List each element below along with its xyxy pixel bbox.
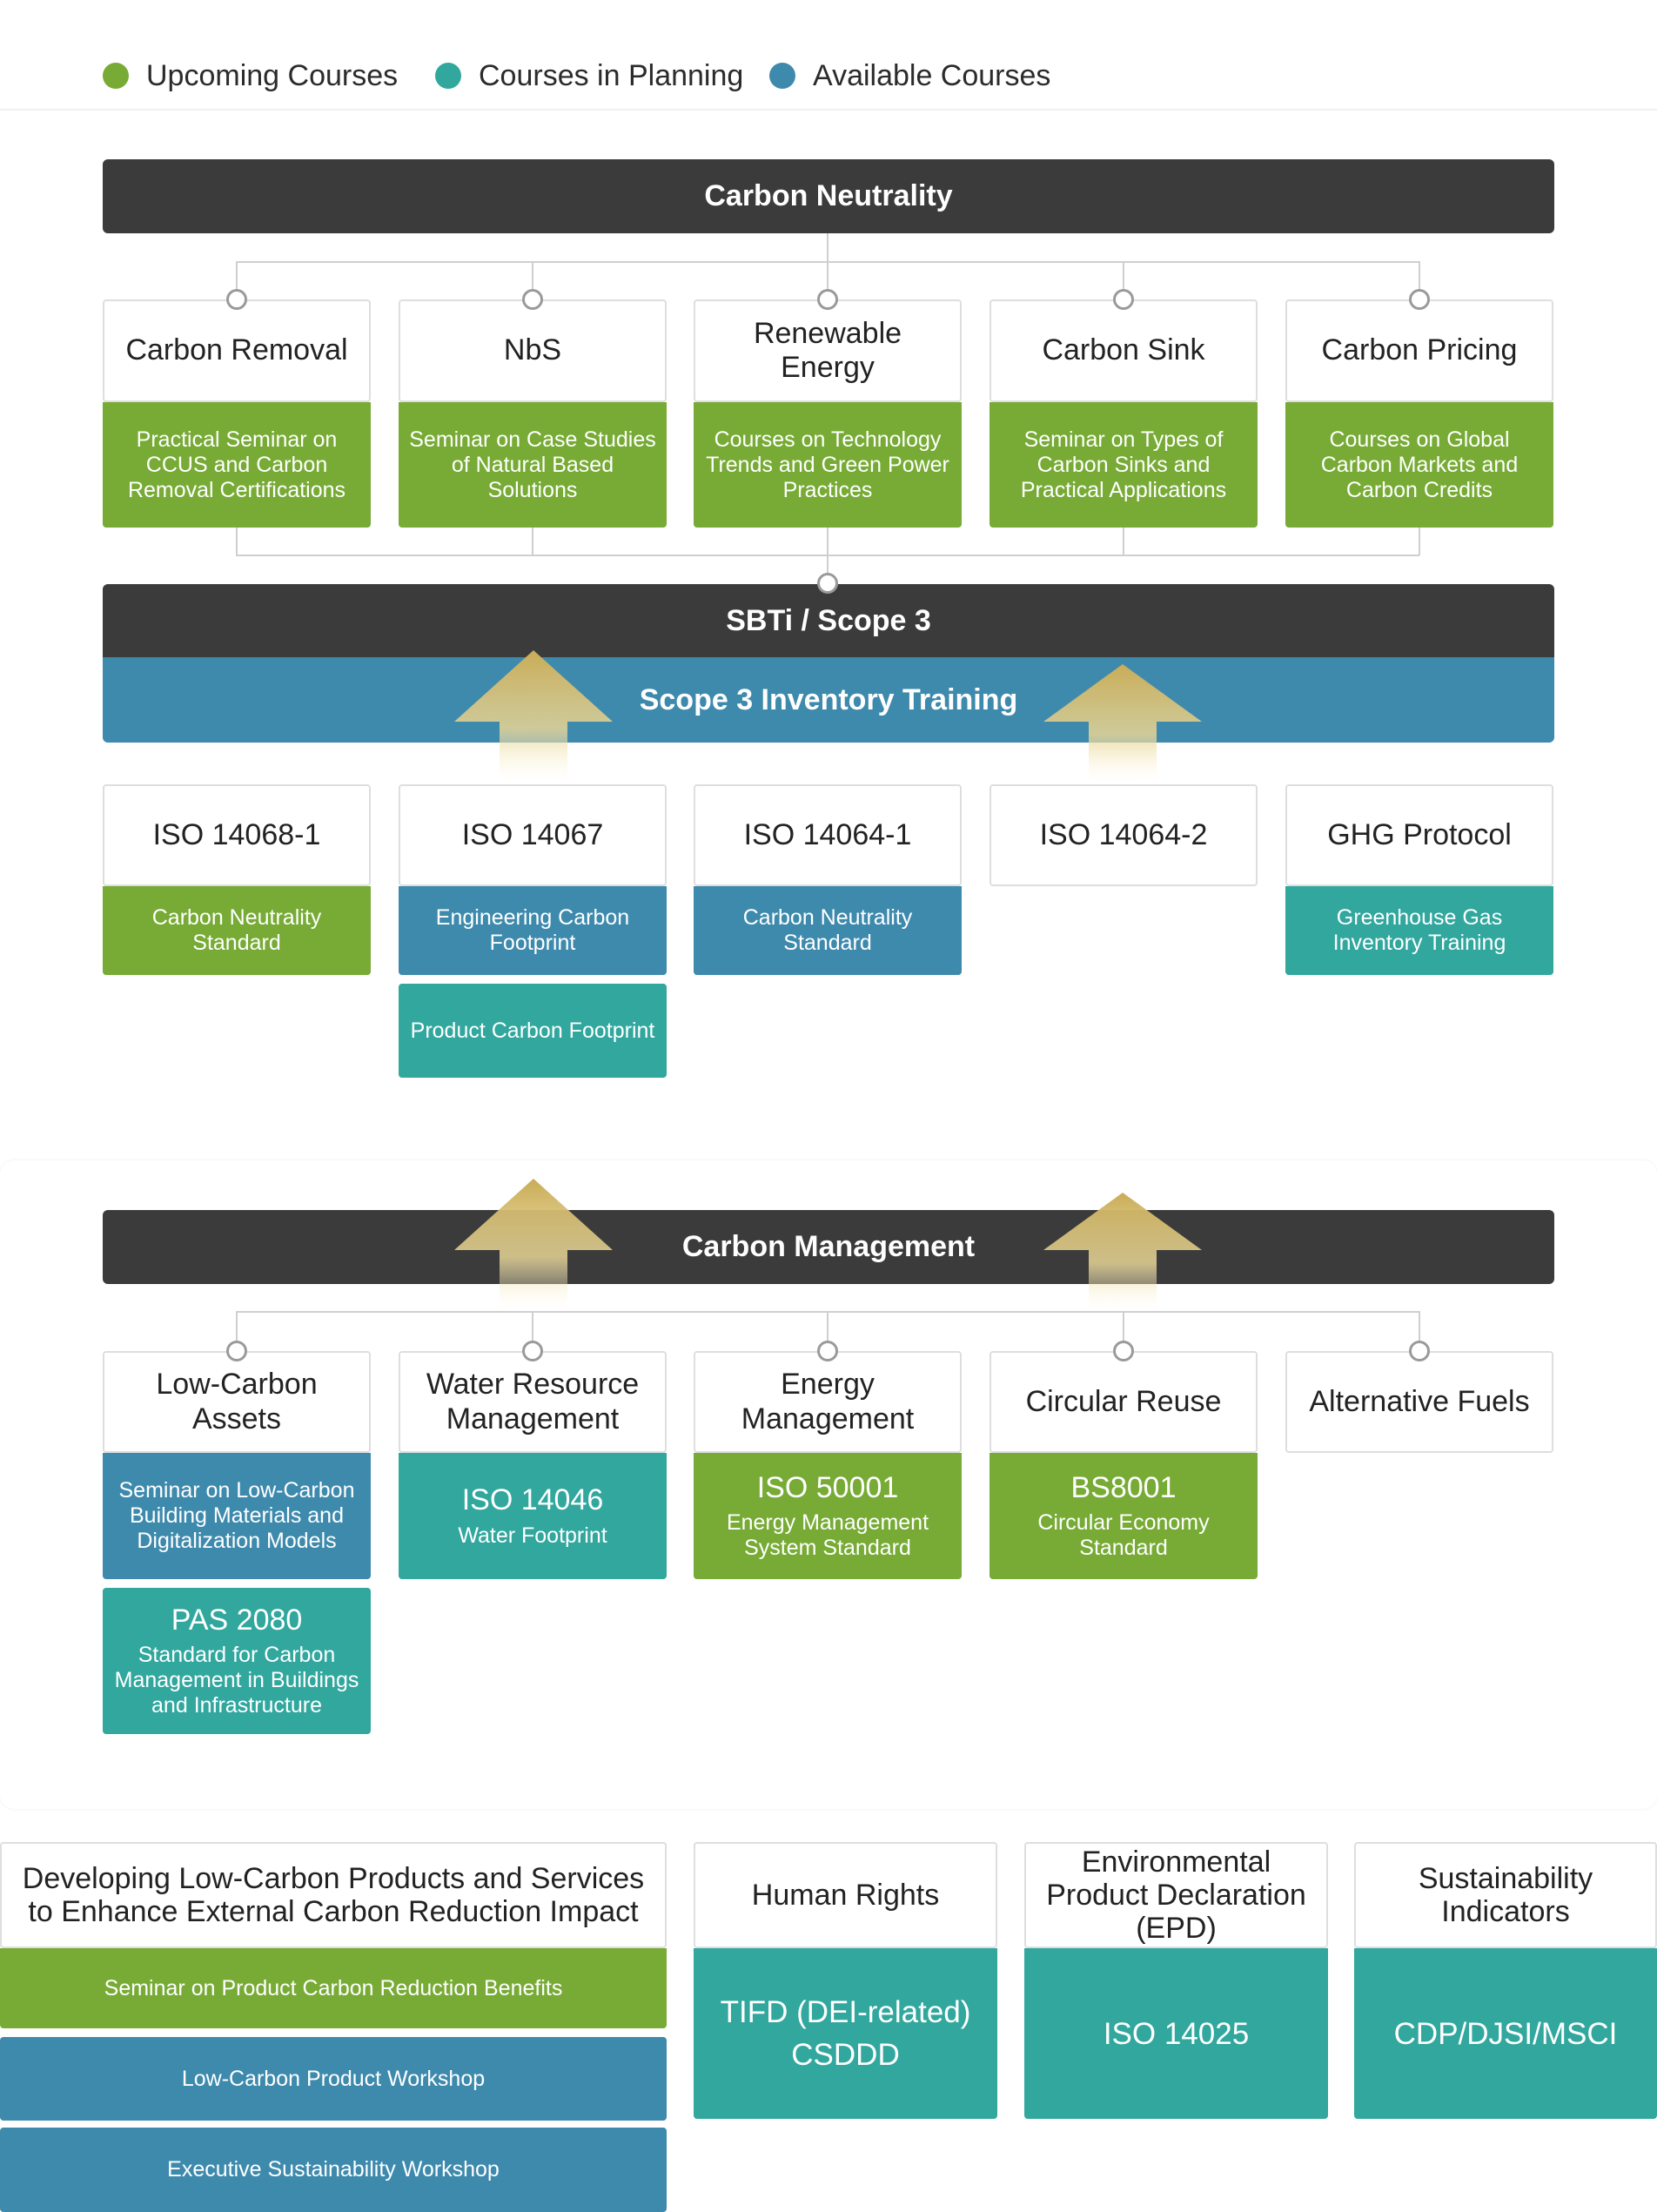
node-circle [522, 289, 543, 310]
standard-iso-14067: ISO 14067 [399, 784, 667, 886]
topic-carbon-removal: Carbon Removal [103, 299, 371, 402]
up-arrow-icon [1043, 664, 1202, 782]
course-carbon-sink: Seminar on Types of Carbon Sinks and Pra… [990, 402, 1258, 528]
course-code: ISO 50001 [756, 1470, 899, 1504]
connector [236, 555, 1419, 556]
sustainability-indicators-title: Sustainability Indicators [1354, 1842, 1657, 1948]
course-item: Greenhouse Gas Inventory Training [1285, 886, 1553, 975]
legend-label: Upcoming Courses [146, 58, 399, 92]
standard-iso-14068-1: ISO 14068-1 [103, 784, 371, 886]
connector [827, 233, 828, 262]
node-circle [817, 573, 838, 594]
standard-iso-14064-2: ISO 14064-2 [990, 784, 1258, 886]
node-circle [226, 289, 247, 310]
course-item: Carbon Neutrality Standard [103, 886, 371, 975]
course-text: Water Footprint [458, 1523, 607, 1548]
course-bs8001: BS8001 Circular Economy Standard [990, 1453, 1258, 1579]
epd-title: Environmental Product Declaration (EPD) [1024, 1842, 1328, 1948]
connector [1419, 261, 1420, 299]
course-code: PAS 2080 [171, 1603, 303, 1637]
legend-dot-upcoming [103, 63, 129, 89]
up-arrow-icon [454, 1179, 613, 1309]
connector [236, 1311, 238, 1351]
carbon-neutrality-bar: Carbon Neutrality [103, 159, 1554, 233]
course-text: Circular Economy Standard [1037, 1510, 1210, 1561]
connector [532, 1311, 533, 1351]
course-code: BS8001 [1070, 1470, 1177, 1504]
course-item: Carbon Neutrality Standard [694, 886, 962, 975]
legend-available: Available Courses [769, 54, 1050, 97]
course-item: Product Carbon Footprint [399, 984, 667, 1078]
connector [1419, 1311, 1420, 1351]
connector [532, 528, 533, 555]
topic-low-carbon-assets: Low-Carbon Assets [103, 1351, 371, 1453]
connector [827, 1311, 828, 1351]
course-nbs: Seminar on Case Studies of Natural Based… [399, 402, 667, 528]
course-pas-2080: PAS 2080 Standard for Carbon Management … [103, 1588, 371, 1734]
course-item: Executive Sustainability Workshop [0, 2128, 667, 2212]
course-text: TIFD (DEI-related) [720, 1995, 971, 2029]
connector [827, 261, 828, 299]
node-circle [522, 1341, 543, 1361]
carbon-management-bar: Carbon Management [103, 1210, 1554, 1284]
course-item: Seminar on Product Carbon Reduction Bene… [0, 1948, 667, 2028]
node-circle [1113, 289, 1134, 310]
legend-planning: Courses in Planning [435, 54, 743, 97]
course-code: ISO 14046 [461, 1483, 604, 1517]
up-arrow-icon [454, 650, 613, 781]
node-circle [1409, 1341, 1430, 1361]
course-iso-14046: ISO 14046 Water Footprint [399, 1453, 667, 1579]
connector [1419, 528, 1420, 555]
divider [0, 109, 1657, 111]
node-circle [1409, 289, 1430, 310]
course-iso-50001: ISO 50001 Energy Management System Stand… [694, 1453, 962, 1579]
human-rights-courses: TIFD (DEI-related) CSDDD [694, 1948, 997, 2119]
connector [532, 261, 533, 299]
course-renewable-energy: Courses on Technology Trends and Green P… [694, 402, 962, 528]
topic-energy-management: Energy Management [694, 1351, 962, 1453]
course-text: CSDDD [791, 2038, 900, 2072]
topic-alternative-fuels: Alternative Fuels [1285, 1351, 1553, 1453]
low-carbon-products-title: Developing Low-Carbon Products and Servi… [0, 1842, 667, 1948]
legend-upcoming: Upcoming Courses [103, 54, 398, 97]
course-item: Low-Carbon Product Workshop [0, 2037, 667, 2121]
topic-carbon-sink: Carbon Sink [990, 299, 1258, 402]
legend-label: Available Courses [813, 58, 1051, 92]
course-item: Engineering Carbon Footprint [399, 886, 667, 975]
course-carbon-removal: Practical Seminar on CCUS and Carbon Rem… [103, 402, 371, 528]
node-circle [1113, 1341, 1134, 1361]
human-rights-title: Human Rights [694, 1842, 997, 1948]
topic-carbon-pricing: Carbon Pricing [1285, 299, 1553, 402]
topic-circular-reuse: Circular Reuse [990, 1351, 1258, 1453]
topic-renewable-energy: Renewable Energy [694, 299, 962, 402]
legend-dot-planning [435, 63, 461, 89]
node-circle [817, 289, 838, 310]
node-circle [226, 1341, 247, 1361]
indicators-course: CDP/DJSI/MSCI [1354, 1948, 1657, 2119]
connector [1123, 528, 1124, 555]
standard-ghg-protocol: GHG Protocol [1285, 784, 1553, 886]
node-circle [817, 1341, 838, 1361]
topic-nbs: NbS [399, 299, 667, 402]
epd-course: ISO 14025 [1024, 1948, 1328, 2119]
course-item: Seminar on Low-Carbon Building Materials… [103, 1453, 371, 1579]
course-text: Standard for Carbon Management in Buildi… [114, 1643, 359, 1718]
scope3-training-bar: Scope 3 Inventory Training [103, 657, 1554, 743]
connector [236, 528, 238, 555]
topic-water-resource: Water Resource Management [399, 1351, 667, 1453]
course-carbon-pricing: Courses on Global Carbon Markets and Car… [1285, 402, 1553, 528]
sbti-bar: SBTi / Scope 3 [103, 584, 1554, 658]
course-text: Energy Management System Standard [726, 1510, 929, 1561]
connector [236, 261, 238, 299]
standard-iso-14064-1: ISO 14064-1 [694, 784, 962, 886]
up-arrow-icon [1043, 1193, 1202, 1310]
connector [1123, 261, 1124, 299]
legend-dot-available [769, 63, 795, 89]
legend-label: Courses in Planning [479, 58, 744, 92]
connector [1123, 1311, 1124, 1351]
